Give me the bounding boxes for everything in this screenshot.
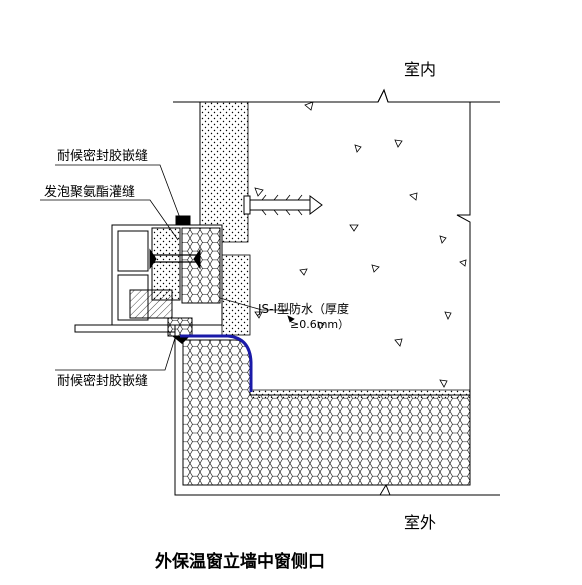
sealant-bottom-label: 耐候密封胶嵌缝: [57, 373, 148, 389]
anchor-bolt: [243, 194, 323, 216]
plaster-layer: [199, 101, 249, 243]
mortar-strip: [221, 254, 251, 336]
waterproof-coating-line: [180, 334, 253, 392]
outdoor-label: 室外: [404, 513, 436, 532]
leader-lines: [40, 164, 295, 371]
exterior-insulation: [174, 330, 500, 496]
indoor-label: 室内: [404, 60, 436, 79]
concrete-aggregate-marks: [254, 101, 467, 388]
break-line-outdoor: [379, 483, 391, 496]
waterproof-label-line1: JS-I型防水（厚度: [257, 301, 349, 316]
break-line-indoor: [377, 88, 389, 103]
waterproof-label-line2: ≥0.6mm）: [290, 318, 349, 331]
foam-fill-label: 发泡聚氨酯灌缝: [44, 184, 135, 200]
window-frame-profile: [74, 215, 223, 333]
sealant-top-label: 耐候密封胶嵌缝: [57, 148, 148, 164]
diagram-title: 外保温窗立墙中窗侧口: [155, 551, 325, 572]
